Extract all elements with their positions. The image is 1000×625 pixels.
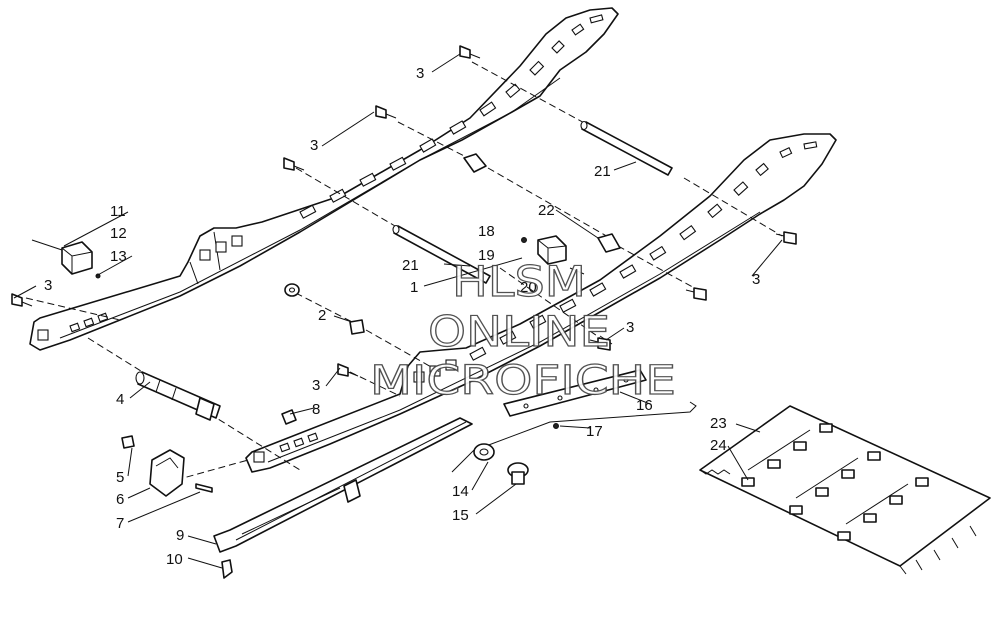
callout-3: 3 bbox=[310, 137, 318, 154]
callout-8: 8 bbox=[312, 401, 320, 418]
block-19 bbox=[521, 235, 585, 275]
strap-16 bbox=[503, 369, 647, 429]
callout-3: 3 bbox=[416, 65, 424, 82]
callout-7: 7 bbox=[116, 515, 124, 532]
callout-20: 20 bbox=[520, 279, 537, 296]
spacer-22-a bbox=[463, 153, 487, 173]
rail-right-slots bbox=[253, 141, 818, 463]
slide-9 bbox=[213, 417, 473, 579]
block-12 bbox=[31, 239, 101, 279]
callout-17: 17 bbox=[586, 423, 603, 440]
spring-14 bbox=[451, 401, 697, 473]
callout-4: 4 bbox=[116, 391, 124, 408]
watermark: HLSM ONLINE MICROFICHE bbox=[369, 256, 676, 404]
bolt-icon bbox=[685, 287, 707, 301]
callout-18: 18 bbox=[478, 223, 495, 240]
leader-lines bbox=[13, 53, 783, 569]
rail-left-slots bbox=[37, 14, 604, 341]
callout-6: 6 bbox=[116, 491, 124, 508]
cap-8 bbox=[281, 409, 297, 425]
callout-21: 21 bbox=[594, 163, 611, 180]
callout-12: 12 bbox=[110, 225, 127, 242]
callout-21: 21 bbox=[402, 257, 419, 274]
callout-19: 19 bbox=[478, 247, 495, 264]
shaft-4 bbox=[135, 371, 221, 421]
callout-13: 13 bbox=[110, 248, 127, 265]
callout-10: 10 bbox=[166, 551, 183, 568]
callout-23: 23 bbox=[710, 415, 727, 432]
callout-3: 3 bbox=[626, 319, 634, 336]
callout-2: 2 bbox=[318, 307, 326, 324]
bolt-icon bbox=[589, 337, 611, 351]
callout-3: 3 bbox=[752, 271, 760, 288]
washer-2 bbox=[284, 283, 300, 297]
rail-left bbox=[29, 7, 619, 351]
watermark-line-3: MICROFICHE bbox=[370, 358, 676, 404]
spacer-22-b bbox=[597, 233, 621, 253]
callout-5: 5 bbox=[116, 469, 124, 486]
callout-24: 24 bbox=[710, 437, 727, 454]
watermark-line-1: HLSM bbox=[452, 257, 586, 306]
callout-15: 15 bbox=[452, 507, 469, 524]
callout-labels: 3 3 3 3 3 3 21 21 22 18 19 20 11 12 13 1… bbox=[44, 65, 760, 568]
track-clips bbox=[741, 423, 929, 541]
shaft-21-lower bbox=[392, 224, 491, 284]
bolt-icon bbox=[775, 231, 797, 245]
callout-3: 3 bbox=[312, 377, 320, 394]
bolts bbox=[11, 45, 797, 377]
bolt-icon bbox=[11, 293, 33, 307]
callout-14: 14 bbox=[452, 483, 469, 500]
bolt-icon bbox=[459, 45, 481, 59]
bolt-icon bbox=[375, 105, 397, 119]
bolt-icon bbox=[283, 157, 305, 171]
callout-22: 22 bbox=[538, 202, 555, 219]
bumper-6 bbox=[121, 435, 213, 497]
callout-1: 1 bbox=[410, 279, 418, 296]
track-23 bbox=[699, 405, 991, 575]
pin-15 bbox=[507, 462, 529, 485]
callout-9: 9 bbox=[176, 527, 184, 544]
callout-3: 3 bbox=[44, 277, 52, 294]
watermark-line-2: ONLINE bbox=[428, 307, 610, 356]
rail-right bbox=[245, 133, 837, 473]
callout-16: 16 bbox=[636, 397, 653, 414]
spacer-small bbox=[349, 319, 365, 335]
shaft-21-upper bbox=[580, 120, 673, 176]
callout-11: 11 bbox=[110, 203, 126, 220]
